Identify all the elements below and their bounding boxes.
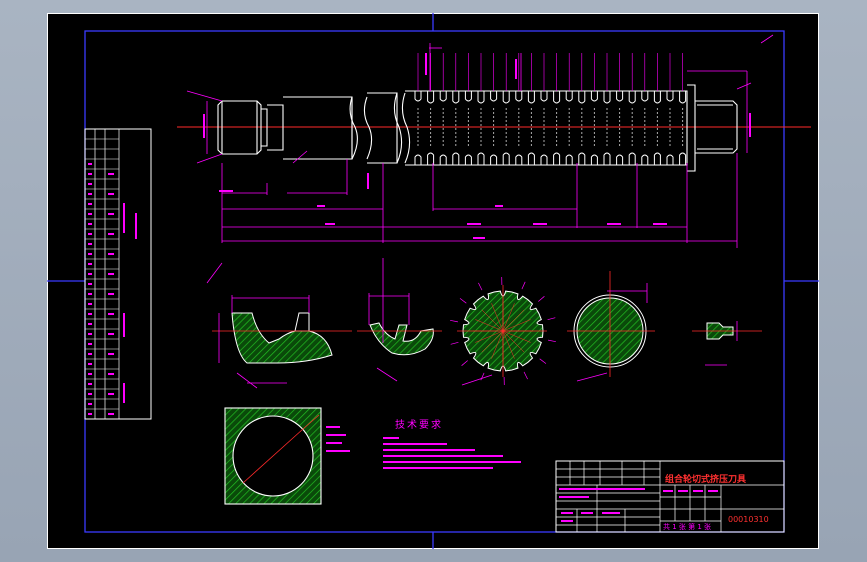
detail-gear-section [450,276,556,386]
technical-requirements: 技术要求 [383,418,521,469]
notes-heading: 技术要求 [395,418,443,431]
drawing-sheet: 技术要求 [47,13,819,549]
detail-tooth-profile-1 [212,295,352,389]
square-section [224,407,350,505]
drawing-number: 00010310 [728,515,769,524]
detail-round-section [567,271,655,382]
detail-center-hole [692,321,762,366]
notes-lines [383,437,521,469]
revision-table [84,128,152,420]
shaft-dimension-marks [203,53,751,239]
cad-drawing-canvas: 技术要求 [47,13,819,549]
shaft-dimensions [186,34,774,284]
drawing-title: 组合轮切式挤压刀具 [665,473,746,485]
title-block: 组合轮切式挤压刀具 共 1 张 第 1 张 00010310 [555,460,785,533]
cutter-grooves [414,53,687,165]
shaft-main-view [177,34,811,284]
detail-tooth-profile-2 [357,258,442,382]
centering-marks [47,13,819,549]
sheet-info: 共 1 张 第 1 张 [663,522,711,531]
shaft-outline [217,84,738,172]
